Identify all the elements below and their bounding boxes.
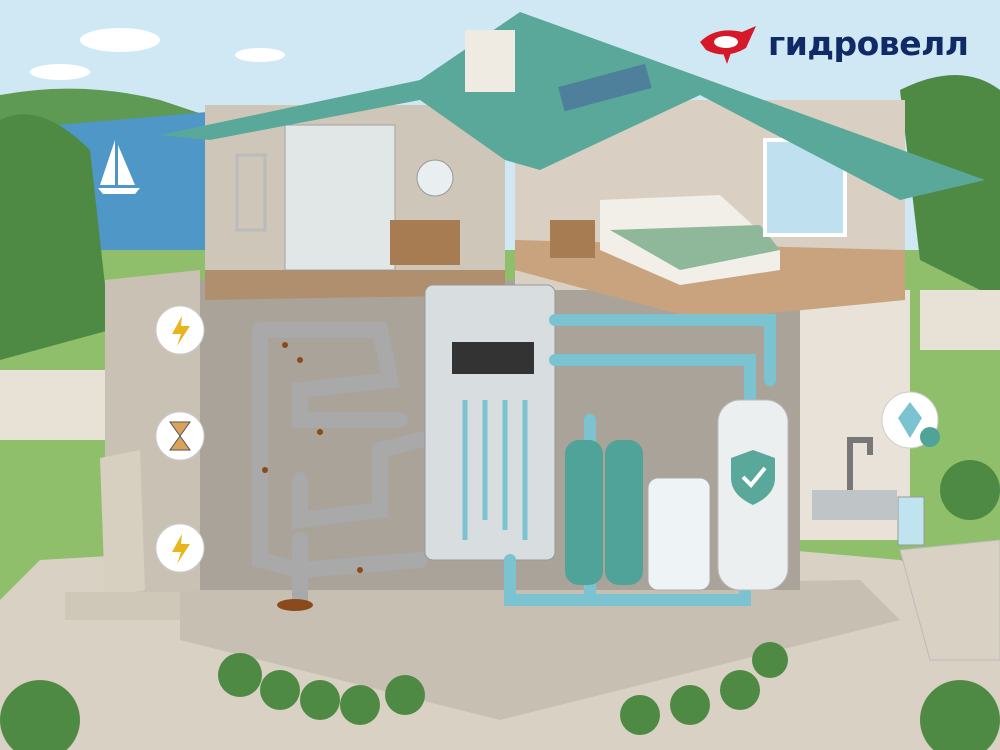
kitchen-sink [812,490,897,520]
nightstand [550,220,595,258]
hourglass-icon [155,411,205,461]
old-rusty-pipes [252,322,428,608]
bushes [0,460,1000,750]
stairs [899,539,1000,661]
mirror [416,159,454,197]
shield-check-icon [731,450,775,505]
lightning-icon [155,523,205,573]
sailboat [98,140,140,194]
vanity [390,220,460,265]
fence-right [920,290,1000,350]
fence-left [0,370,110,440]
salt-tank [647,477,711,591]
lightning-icon [155,305,205,355]
cracked-pillar [100,450,145,598]
trees-left [0,114,110,361]
skylight [558,63,652,112]
filter-tank [605,440,643,585]
cloud [30,28,285,80]
chimney [465,30,515,92]
towel-rail [235,153,267,232]
water-glass [897,496,925,546]
rust-drips [262,342,363,611]
brand-logo: гидровелл [696,20,969,66]
brand-name: гидровелл [768,23,969,63]
faucet [847,437,873,490]
manifold-panel [424,284,556,561]
shower [284,124,396,271]
filter-tank [565,440,603,585]
logo-emblem-icon [700,26,756,64]
